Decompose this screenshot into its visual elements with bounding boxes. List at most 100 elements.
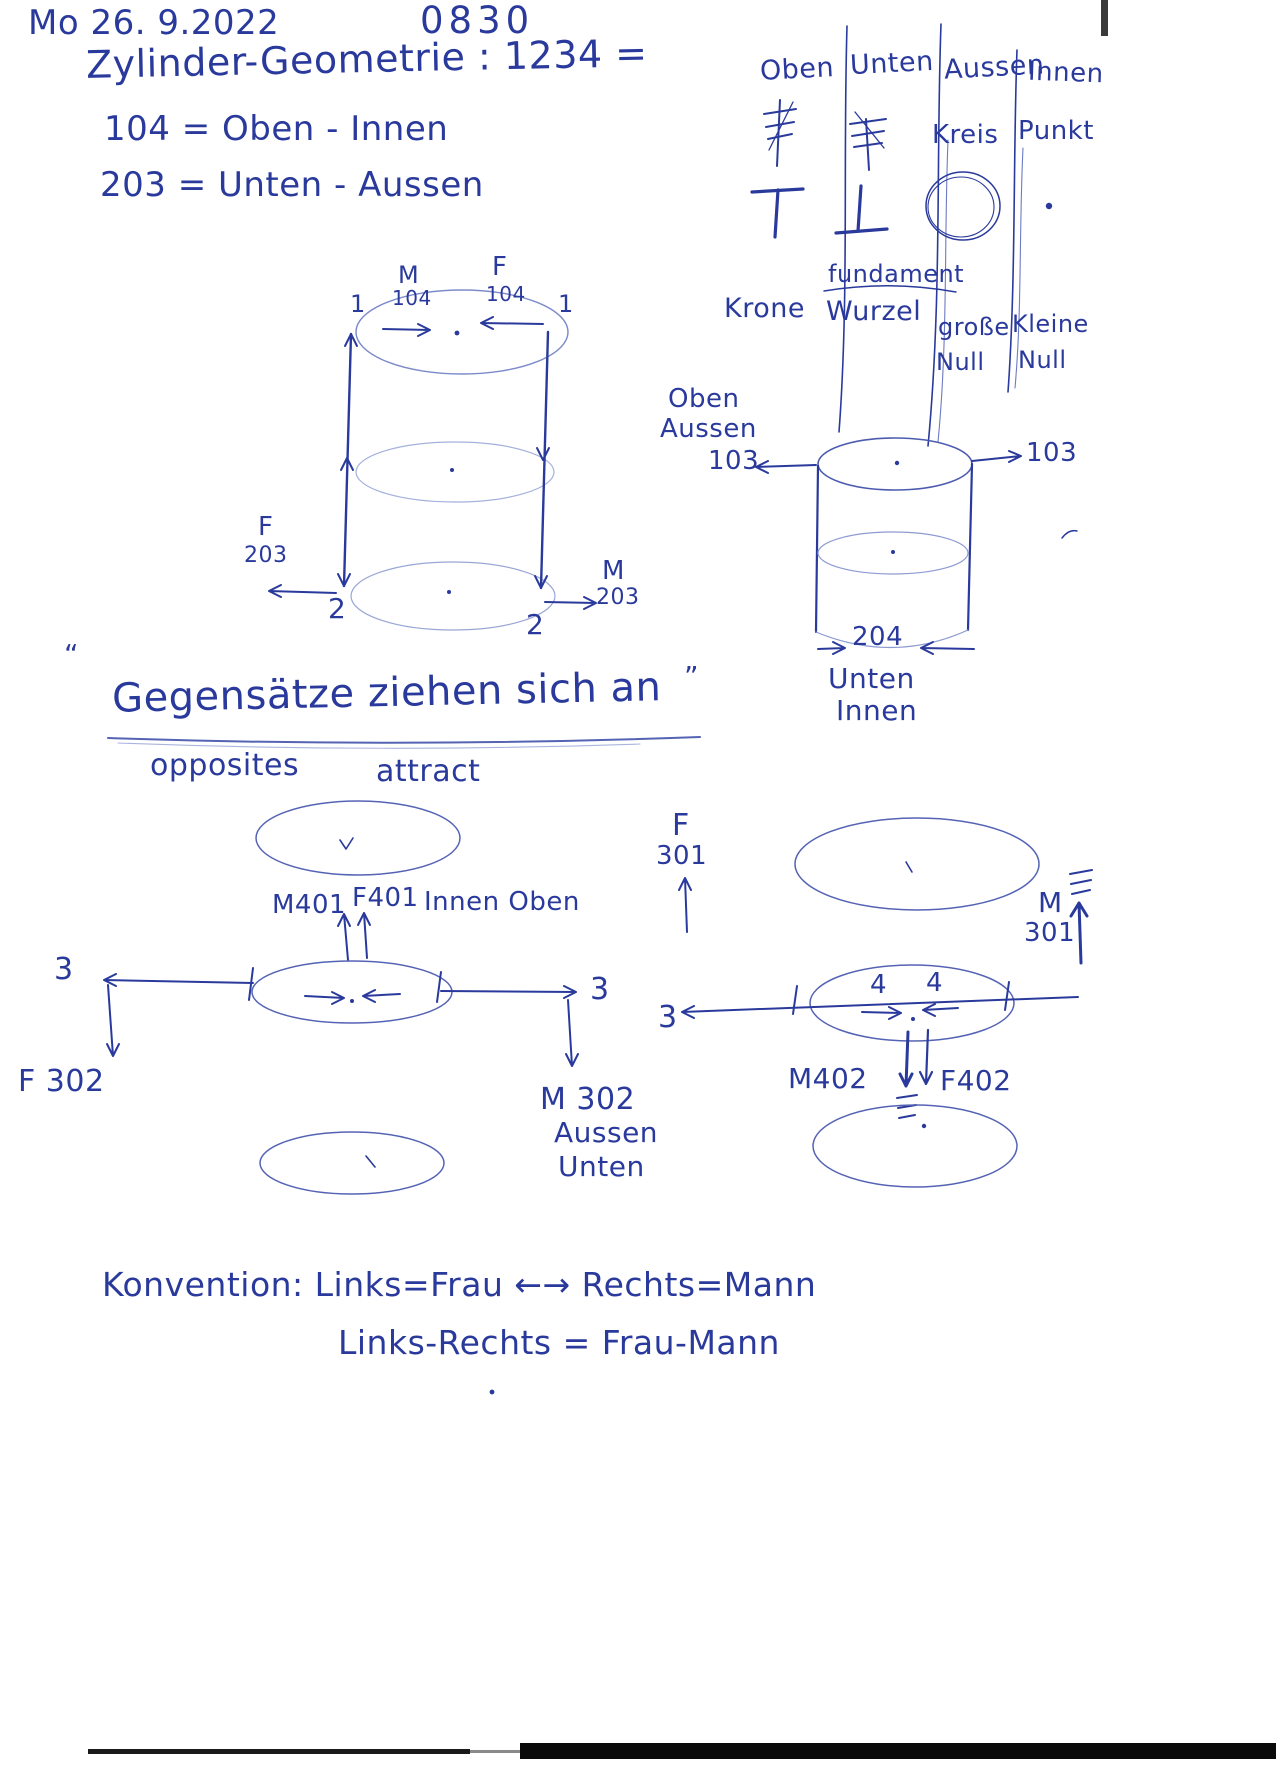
time-text: 0830 bbox=[420, 0, 535, 42]
quote-open-mark: “ bbox=[64, 638, 80, 671]
inverted-t-symbol bbox=[834, 184, 889, 235]
legend-header-oben: Oben bbox=[759, 52, 835, 87]
f301-up-arrow bbox=[678, 877, 692, 933]
num-3-left: 3 bbox=[54, 952, 74, 987]
crown-symbol bbox=[763, 99, 797, 167]
code-204-arrow-left bbox=[817, 641, 846, 655]
m301-hatch-marks bbox=[1069, 869, 1093, 895]
root-symbol bbox=[849, 111, 887, 171]
equation-line: Links-Rechts = Frau-Mann bbox=[338, 1323, 780, 1362]
aussen-label: Aussen bbox=[554, 1116, 659, 1149]
legend-divider-line bbox=[927, 23, 942, 447]
axis-line bbox=[681, 996, 1079, 1019]
m301-code: 301 bbox=[1024, 918, 1076, 948]
f203-code: 203 bbox=[244, 543, 288, 568]
circle-symbol bbox=[925, 171, 1001, 241]
kleine-null-label: Kleine bbox=[1012, 310, 1089, 338]
code-103-left: 103 bbox=[708, 446, 760, 476]
bottom-hatch-marks bbox=[896, 1094, 918, 1119]
legend-divider-line bbox=[838, 25, 848, 433]
inner-left-arrow bbox=[362, 989, 401, 1003]
innen-oben-label: Innen Oben bbox=[424, 887, 580, 917]
unten-innen-line2: Innen bbox=[836, 694, 918, 727]
kleine-null-label-2: Null bbox=[1018, 346, 1067, 374]
wurzel-label: Wurzel bbox=[826, 296, 922, 327]
axis-left-arrow bbox=[103, 973, 254, 987]
oben-aussen-line2: Aussen bbox=[660, 414, 757, 444]
punkt-label: Punkt bbox=[1018, 116, 1094, 146]
m203-code: 203 bbox=[596, 585, 640, 610]
code-103-right: 103 bbox=[1026, 438, 1078, 468]
f402-label: F402 bbox=[940, 1064, 1012, 1097]
num-2-left: 2 bbox=[328, 592, 347, 625]
m104-arrow bbox=[382, 323, 431, 337]
up-arrow-m401 bbox=[337, 913, 351, 961]
quote-text: Gegensätze ziehen sich an bbox=[111, 664, 662, 722]
num-4-left: 4 bbox=[870, 970, 888, 1000]
fundament-label: fundament bbox=[828, 260, 965, 288]
translation-word-2: attract bbox=[376, 754, 481, 789]
m104-code: 104 bbox=[392, 286, 432, 310]
tick-mark bbox=[1004, 981, 1010, 1011]
inner-right-arrow bbox=[861, 1006, 902, 1020]
right-diagram-drawing bbox=[678, 817, 1093, 1188]
f302-down-arrow bbox=[106, 984, 120, 1057]
stray-dot bbox=[489, 1389, 495, 1395]
unten-innen-line1: Unten bbox=[828, 662, 915, 695]
fundament-underline bbox=[823, 285, 957, 293]
quote-underline bbox=[107, 736, 701, 749]
f104-letter: F bbox=[492, 252, 508, 282]
legend-table-drawing bbox=[750, 23, 1053, 447]
f104-code: 104 bbox=[486, 282, 526, 306]
f301-letter: F bbox=[672, 808, 690, 843]
grosse-null-label-2: Null bbox=[936, 348, 985, 376]
inner-left-arrow bbox=[922, 1003, 959, 1017]
m402-label: M402 bbox=[788, 1062, 868, 1095]
point-symbol bbox=[1045, 202, 1053, 210]
f302-label: F 302 bbox=[18, 1064, 105, 1099]
inner-right-arrow bbox=[304, 991, 345, 1005]
code-204-arrow-right bbox=[920, 641, 975, 655]
m104-letter: M bbox=[398, 261, 420, 289]
f402-down-arrow bbox=[918, 1028, 934, 1086]
num-3-label: 3 bbox=[658, 1000, 678, 1035]
tick-1-left: 1 bbox=[350, 290, 366, 318]
code-104-line: 104 = Oben - Innen bbox=[104, 109, 449, 149]
right-cylinder-drawing bbox=[755, 437, 1078, 655]
unten-label: Unten bbox=[558, 1150, 645, 1183]
axis-right-arrow bbox=[440, 985, 577, 999]
m401-label: M401 bbox=[272, 890, 347, 920]
stray-pen-mark bbox=[1061, 529, 1078, 539]
legend-divider-line bbox=[1014, 147, 1024, 389]
code-103-right-arrow bbox=[971, 450, 1022, 463]
tick-mark bbox=[792, 985, 798, 1015]
grosse-null-label: große bbox=[938, 313, 1010, 341]
code-103-left-arrow bbox=[755, 460, 817, 474]
f203-arrow bbox=[268, 584, 337, 598]
t-symbol bbox=[750, 187, 805, 239]
up-arrow-f401 bbox=[357, 912, 371, 959]
f301-code: 301 bbox=[656, 841, 708, 871]
main-cylinder-drawing bbox=[268, 289, 597, 631]
num-4-right: 4 bbox=[926, 968, 944, 998]
quote-close-mark: ” bbox=[684, 660, 700, 693]
m203-arrow bbox=[544, 596, 597, 610]
date-text: Mo 26. 9.2022 bbox=[28, 3, 280, 43]
translation-word-1: opposites bbox=[150, 748, 300, 783]
cylinder-right-edge bbox=[539, 330, 550, 590]
tick-mark bbox=[436, 971, 442, 1003]
m301-up-arrow bbox=[1069, 901, 1089, 965]
tick-1-right: 1 bbox=[558, 290, 574, 318]
krone-label: Krone bbox=[724, 293, 805, 324]
m203-letter: M bbox=[602, 556, 625, 586]
f401-label: F401 bbox=[352, 883, 419, 913]
legend-header-innen: Innen bbox=[1027, 56, 1105, 90]
m302-down-arrow bbox=[565, 999, 579, 1067]
code-204: 204 bbox=[852, 622, 904, 652]
f104-arrow bbox=[480, 316, 544, 330]
legend-divider-line bbox=[1007, 49, 1018, 393]
kreis-label: Kreis bbox=[932, 120, 999, 150]
legend-header-unten: Unten bbox=[849, 45, 935, 82]
oben-aussen-line1: Oben bbox=[668, 384, 740, 414]
